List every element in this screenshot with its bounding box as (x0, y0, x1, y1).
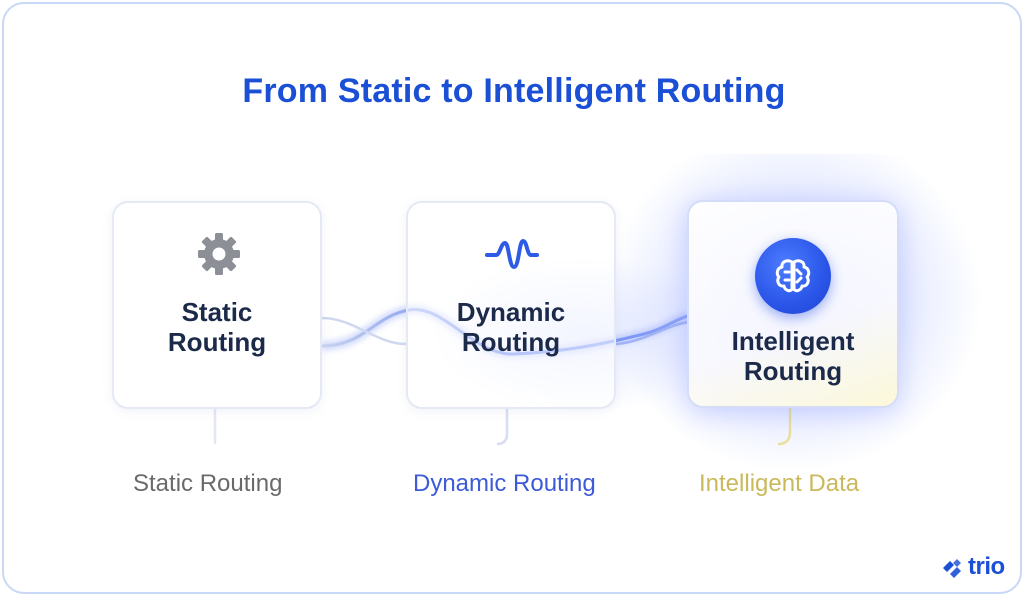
card-label-line1: Intelligent (731, 326, 855, 356)
card-label-static: Static Routing (114, 297, 320, 357)
card-label-line2: Routing (743, 356, 843, 386)
card-dynamic-routing: Dynamic Routing (406, 201, 616, 409)
card-label-intelligent: Intelligent Routing (689, 326, 897, 386)
drop-line-dynamic (496, 407, 509, 446)
card-label-line1: Dynamic (456, 297, 566, 327)
page-title: From Static to Intelligent Routing (242, 72, 786, 110)
card-label-line2: Routing (167, 327, 267, 357)
card-static-routing: Static Routing (112, 201, 322, 409)
card-label-line2: Routing (461, 327, 561, 357)
gear-icon (198, 233, 240, 275)
connector-wave-c (614, 320, 690, 346)
brain-icon (755, 238, 831, 314)
card-intelligent-routing: Intelligent Routing (687, 200, 899, 408)
wave-icon (485, 239, 539, 269)
bottom-label-dynamic: Dynamic Routing (413, 470, 596, 497)
card-label-line1: Static (181, 297, 253, 327)
drop-line-intelligent (777, 407, 792, 446)
bottom-label-intelligent: Intelligent Data (699, 470, 860, 497)
bottom-label-static: Static Routing (133, 470, 283, 497)
connector-wave-b (320, 316, 408, 346)
trio-logo-icon (943, 559, 961, 578)
card-label-dynamic: Dynamic Routing (408, 297, 614, 357)
brand-logo-text: trio (968, 553, 1005, 580)
